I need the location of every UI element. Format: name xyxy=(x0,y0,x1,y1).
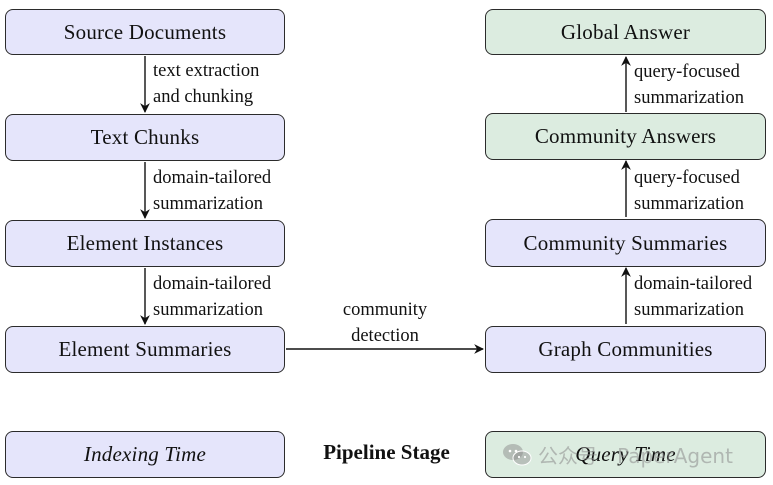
node-label: Source Documents xyxy=(63,19,227,44)
node-graph-communities: Graph Communities xyxy=(485,326,766,373)
edge-label-line: query-focused xyxy=(634,62,740,82)
edge-label-summarization-1: domain-tailored summarization xyxy=(153,165,271,217)
node-source-documents: Source Documents xyxy=(5,9,285,55)
node-label: Community Summaries xyxy=(523,230,728,255)
edge-label-summarization-3: domain-tailored summarization xyxy=(634,271,752,323)
edge-label-query-focused-1: query-focused summarization xyxy=(634,165,744,217)
node-label: Global Answer xyxy=(560,19,691,44)
edge-label-line: summarization xyxy=(153,194,263,214)
node-element-summaries: Element Summaries xyxy=(5,326,285,373)
node-label: Text Chunks xyxy=(90,125,200,149)
edge-label-line: summarization xyxy=(153,300,263,320)
node-label: Element Instances xyxy=(66,231,224,255)
edge-label-line: summarization xyxy=(634,88,744,108)
edge-label-line: domain-tailored xyxy=(634,274,753,294)
edge-label-line: detection xyxy=(351,326,419,346)
legend-label: Query Time xyxy=(575,442,676,466)
edge-label-line: summarization xyxy=(634,300,744,320)
node-label: Graph Communities xyxy=(538,337,713,361)
legend-indexing-time: Indexing Time xyxy=(5,431,285,478)
edge-label-query-focused-2: query-focused summarization xyxy=(634,59,744,111)
edge-label-community-detection: community detection xyxy=(315,297,455,349)
node-community-answers: Community Answers xyxy=(485,113,766,160)
edge-label-extraction: text extraction and chunking xyxy=(153,58,259,110)
node-element-instances: Element Instances xyxy=(5,220,285,267)
edge-label-line: and chunking xyxy=(153,87,254,107)
edge-label-line: summarization xyxy=(634,194,744,214)
node-text-chunks: Text Chunks xyxy=(5,114,285,161)
edge-label-line: domain-tailored xyxy=(153,168,272,188)
legend-pipeline-stage: Pipeline Stage xyxy=(323,440,450,464)
edge-label-line: query-focused xyxy=(634,168,740,188)
node-community-summaries: Community Summaries xyxy=(485,219,766,267)
edge-label-line: community xyxy=(342,300,428,320)
edge-label-line: text extraction xyxy=(153,61,260,81)
node-label: Element Summaries xyxy=(58,337,232,361)
edge-label-line: domain-tailored xyxy=(153,274,272,294)
node-label: Community Answers xyxy=(534,124,717,148)
edge-label-summarization-2: domain-tailored summarization xyxy=(153,271,271,323)
node-global-answer: Global Answer xyxy=(485,9,766,55)
legend-label: Indexing Time xyxy=(83,442,207,466)
legend-query-time: Query Time xyxy=(485,431,766,478)
